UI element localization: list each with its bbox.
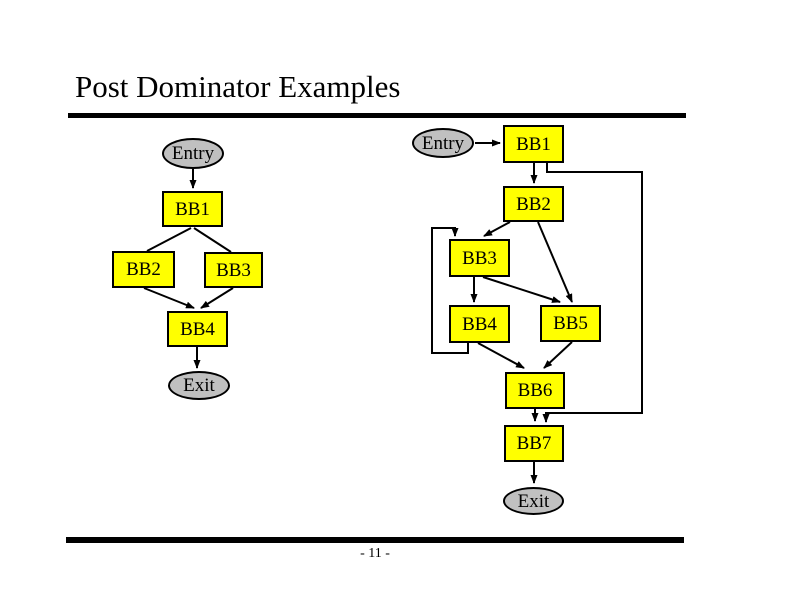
node-right-bb1: BB1 (503, 125, 564, 163)
edge-right-bb4-bb6 (477, 342, 525, 369)
edge-right-bb5-bb6 (543, 341, 573, 369)
edge-right-bb3-bb5 (482, 276, 561, 303)
edge-left-bb2-bb4 (143, 287, 195, 309)
slide-title: Post Dominator Examples (75, 69, 401, 104)
edge-right-bb1-bb7 (542, 163, 643, 423)
title-rule (68, 113, 686, 118)
edge-left-bb1-bb3 (193, 227, 232, 253)
node-right-entry: Entry (412, 128, 474, 158)
node-right-exit: Exit (503, 487, 564, 515)
page-number: - 11 - (360, 546, 390, 561)
node-right-bb7: BB7 (504, 425, 564, 462)
edge-right-bb2-bb3 (483, 221, 511, 237)
node-left-bb3: BB3 (204, 252, 263, 288)
node-right-bb2: BB2 (503, 186, 564, 222)
node-left-bb2: BB2 (112, 251, 175, 288)
edge-left-bb3-bb4 (200, 287, 234, 309)
edge-right-bb2-bb5 (537, 221, 573, 303)
node-right-bb4: BB4 (449, 305, 510, 343)
edge-left-bb1-bb2 (146, 227, 192, 252)
node-right-bb3: BB3 (449, 239, 510, 277)
edge-right-bb4-bb3-backedge (431, 227, 469, 354)
node-left-bb1: BB1 (162, 191, 223, 227)
node-right-bb5: BB5 (540, 305, 601, 342)
node-left-exit: Exit (168, 371, 230, 400)
node-left-entry: Entry (162, 138, 224, 169)
footer-rule (66, 537, 684, 543)
node-right-bb6: BB6 (505, 372, 565, 409)
node-left-bb4: BB4 (167, 311, 228, 347)
